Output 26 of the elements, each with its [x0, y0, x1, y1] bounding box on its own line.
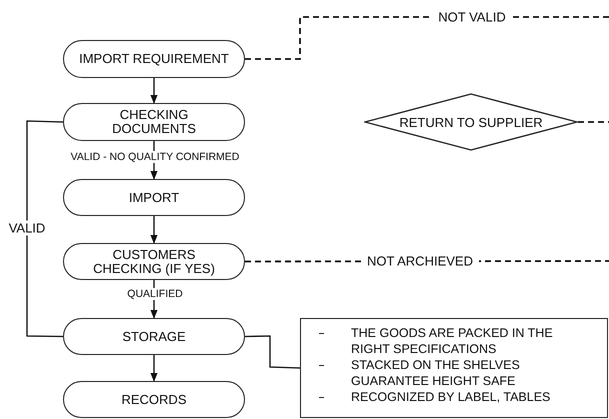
arrow	[150, 216, 158, 244]
list-item-text: THE GOODS ARE PACKED IN THE RIGHT SPECIFICATIONS	[351, 326, 553, 356]
process-box	[63, 318, 245, 355]
process-box	[63, 40, 245, 78]
node-label: IMPORT REQUIREMENT	[79, 52, 229, 66]
process-box	[63, 103, 245, 141]
node-label: RECORDS	[121, 392, 186, 406]
list-item-text: RECOGNIZED BY LABEL, TABLES	[351, 390, 550, 404]
connector-line	[244, 335, 300, 369]
edge-label: NOT VALID	[432, 10, 512, 24]
arrow	[150, 355, 158, 382]
process-box	[63, 179, 245, 216]
edge-label: QUALIFIED	[125, 288, 185, 300]
connector-line	[26, 120, 64, 338]
process-box	[63, 381, 245, 418]
node-label: IMPORT	[128, 190, 180, 204]
dashed-connector	[578, 121, 609, 123]
node-label: CUSTOMERS CHECKING (IF YES)	[92, 248, 216, 276]
node-label: RETURN TO SUPPLIER	[399, 114, 543, 130]
arrow	[150, 78, 158, 104]
edge-label: VALID - NO QUALITY CONFIRMED	[68, 151, 242, 163]
list-item-text: STACKED ON THE SHELVES GUARANTEE HEIGHT SAFE	[351, 358, 520, 388]
node-label: STORAGE	[122, 330, 186, 344]
process-box	[63, 243, 245, 280]
node-label: CHECKING DOCUMENTS	[111, 108, 197, 136]
note-box	[300, 318, 608, 418]
